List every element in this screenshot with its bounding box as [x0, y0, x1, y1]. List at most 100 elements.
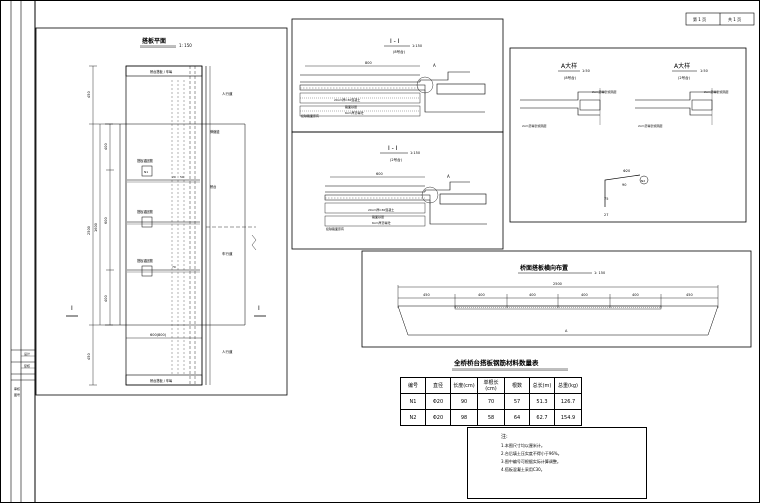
sec2-label-a: A — [447, 174, 450, 179]
table-cell: 51.3 — [529, 393, 555, 410]
dim-600: 600 — [104, 217, 108, 224]
dim-total: 2500 — [87, 226, 91, 235]
cross-seg-6: 450 — [686, 293, 693, 297]
cross-scale: 1: 150 — [594, 271, 605, 275]
note-item: 4.搭板混凝土采用C30。 — [501, 467, 545, 472]
sec1-layer1: 20cm厚C30混凝土 — [334, 97, 360, 102]
sec1-title: I - I — [390, 38, 400, 45]
road-label-mid: 车行道 — [222, 251, 233, 256]
cross-label-a: A — [565, 329, 568, 333]
cross-section: 桥面搭板横向布置 1: 150 2500 450 400 400 400 400… — [361, 250, 752, 348]
sec1-subtitle: (8号台) — [393, 49, 406, 54]
notes-title: 注: — [501, 434, 508, 440]
bottom-band-label: 桥台搭板 / 车每 — [150, 378, 173, 383]
detail2-scale: 1:50 — [700, 69, 708, 73]
detail-panel: A大样 1:50 (8号台) 2cm沥青砂浆隔层 2cm沥青砂浆隔层 A大样 1… — [509, 47, 747, 223]
sec2-note: 挖除路面原有 — [326, 226, 344, 231]
notes-box: 注: 1.本图尺寸均以厘米计。 2.台后填土压实度不得小于96%。 3.图中编号… — [467, 427, 647, 499]
dim-400-bottom: 400 — [104, 295, 108, 302]
sec1-scale: 1:150 — [412, 44, 422, 48]
section-mark-right: I — [258, 305, 260, 312]
road-label-top: 人行道 — [222, 91, 233, 96]
anchor-group-1: 搭板锚固筋 N1 20 50 — [127, 158, 200, 183]
section-mark-left: I — [71, 305, 73, 312]
sec2-layer3: 6cm厚沥青砼 — [372, 220, 390, 225]
detail1-note1: 2cm沥青砂浆隔层 — [592, 89, 616, 94]
sec1-dim: 800 — [365, 61, 372, 65]
table-cell: 70 — [477, 393, 505, 410]
sec1-layer2: 路面基层 — [345, 104, 357, 109]
sec1-label-a: A — [433, 63, 436, 68]
dim-400-top: 400 — [104, 143, 108, 150]
table-header: 单根长(cm) — [477, 377, 505, 394]
cross-total: 2500 — [553, 282, 562, 286]
road-label-bottom: 人行道 — [222, 349, 233, 354]
table-title: 全桥桥台搭板钢筋材料数量表 — [454, 359, 539, 367]
cross-seg-3: 400 — [529, 293, 536, 297]
cross-seg-1: 450 — [423, 293, 430, 297]
sec1-layer3: 6cm厚沥青砼 — [345, 110, 363, 115]
table-cell: N2 — [400, 409, 426, 426]
bar-h: 75 — [604, 197, 608, 201]
sec2-scale: 1:150 — [410, 151, 420, 155]
bottom-dim: 600(800) — [150, 333, 167, 337]
table-cell: 154.9 — [554, 409, 582, 426]
plan-title: 搭板平面 — [142, 37, 166, 45]
bar-dia: Φ20 — [623, 169, 630, 173]
top-band-label: 桥台搭板 / 车每 — [150, 69, 173, 74]
detail1-scale: 1:50 — [582, 69, 590, 73]
sec2-title: I - I — [388, 145, 398, 152]
small-50: 50 — [180, 175, 184, 179]
strip-label-3: 审核 — [14, 386, 20, 391]
anchor-group-2: 搭板锚固筋 — [127, 209, 200, 228]
detail1-title: A大样 — [561, 62, 577, 70]
table-cell: 98 — [450, 409, 478, 426]
material-table: 编号 直径 长度(cm) 单根长(cm) 根数 总长(m) 总重(kg) N1 … — [400, 377, 582, 426]
section-view-2: I - I 1:150 (2号台) A 600 20cm厚C30混凝土 路面基层… — [291, 131, 504, 250]
table-header: 长度(cm) — [450, 377, 478, 394]
table-cell: 90 — [450, 393, 478, 410]
detail2-note1: 2cm沥青砂浆隔层 — [704, 89, 728, 94]
pier-label: 桥台 — [210, 184, 216, 189]
small-70: 70 — [172, 265, 176, 269]
sheet-total: 共 1 页 — [728, 16, 741, 22]
strip-label-4: 图号 — [14, 392, 20, 397]
dim-inner: 1600 — [94, 223, 98, 232]
sec2-dim: 600 — [376, 172, 383, 176]
bar-len: 90 — [622, 183, 626, 187]
plan-scale: 1: 150 — [179, 43, 192, 48]
dim-450-top: 450 — [87, 91, 91, 98]
sec2-layer2: 路面基层 — [372, 214, 384, 219]
bar-w: 27 — [604, 213, 608, 217]
cross-seg-2: 400 — [478, 293, 485, 297]
table-header: 直径 — [425, 377, 451, 394]
cross-title: 桥面搭板横向布置 — [520, 264, 568, 272]
note-item: 3.图中编号可根据实际计算调整。 — [501, 459, 561, 464]
strip-label-2: 复核 — [24, 363, 30, 368]
detail2-note2: 2cm沥青砂浆隔层 — [638, 123, 662, 128]
table-row: N2 Φ20 98 58 64 62.7 154.9 — [400, 409, 582, 426]
joint-label: 伸缩缝 — [210, 129, 220, 134]
detail2-subtitle: (2号台) — [678, 75, 691, 80]
table-cell: 58 — [477, 409, 505, 426]
sec1-note: 挖除路面原有 — [301, 113, 319, 118]
bar-label-n1: N1 — [144, 170, 148, 174]
table-cell: 64 — [504, 409, 530, 426]
note-item: 1.本图尺寸均以厘米计。 — [501, 443, 545, 448]
table-cell: 57 — [504, 393, 530, 410]
sec2-subtitle: (2号台) — [390, 157, 403, 162]
table-header: 编号 — [400, 377, 426, 394]
table-cell: N1 — [400, 393, 426, 410]
table-header: 总长(m) — [529, 377, 555, 394]
detail1-note2: 2cm沥青砂浆隔层 — [522, 123, 546, 128]
cross-seg-4: 400 — [581, 293, 588, 297]
anchor-label-3: 搭板锚固筋 — [137, 258, 153, 263]
small-20: 20 — [172, 175, 176, 179]
table-cell: Φ20 — [425, 409, 451, 426]
detail2-title: A大样 — [674, 62, 690, 70]
sec2-layer1: 20cm厚C30混凝土 — [368, 207, 394, 212]
table-header-row: 编号 直径 长度(cm) 单根长(cm) 根数 总长(m) 总重(kg) — [400, 377, 582, 394]
cross-seg-5: 400 — [632, 293, 639, 297]
table-header: 根数 — [504, 377, 530, 394]
